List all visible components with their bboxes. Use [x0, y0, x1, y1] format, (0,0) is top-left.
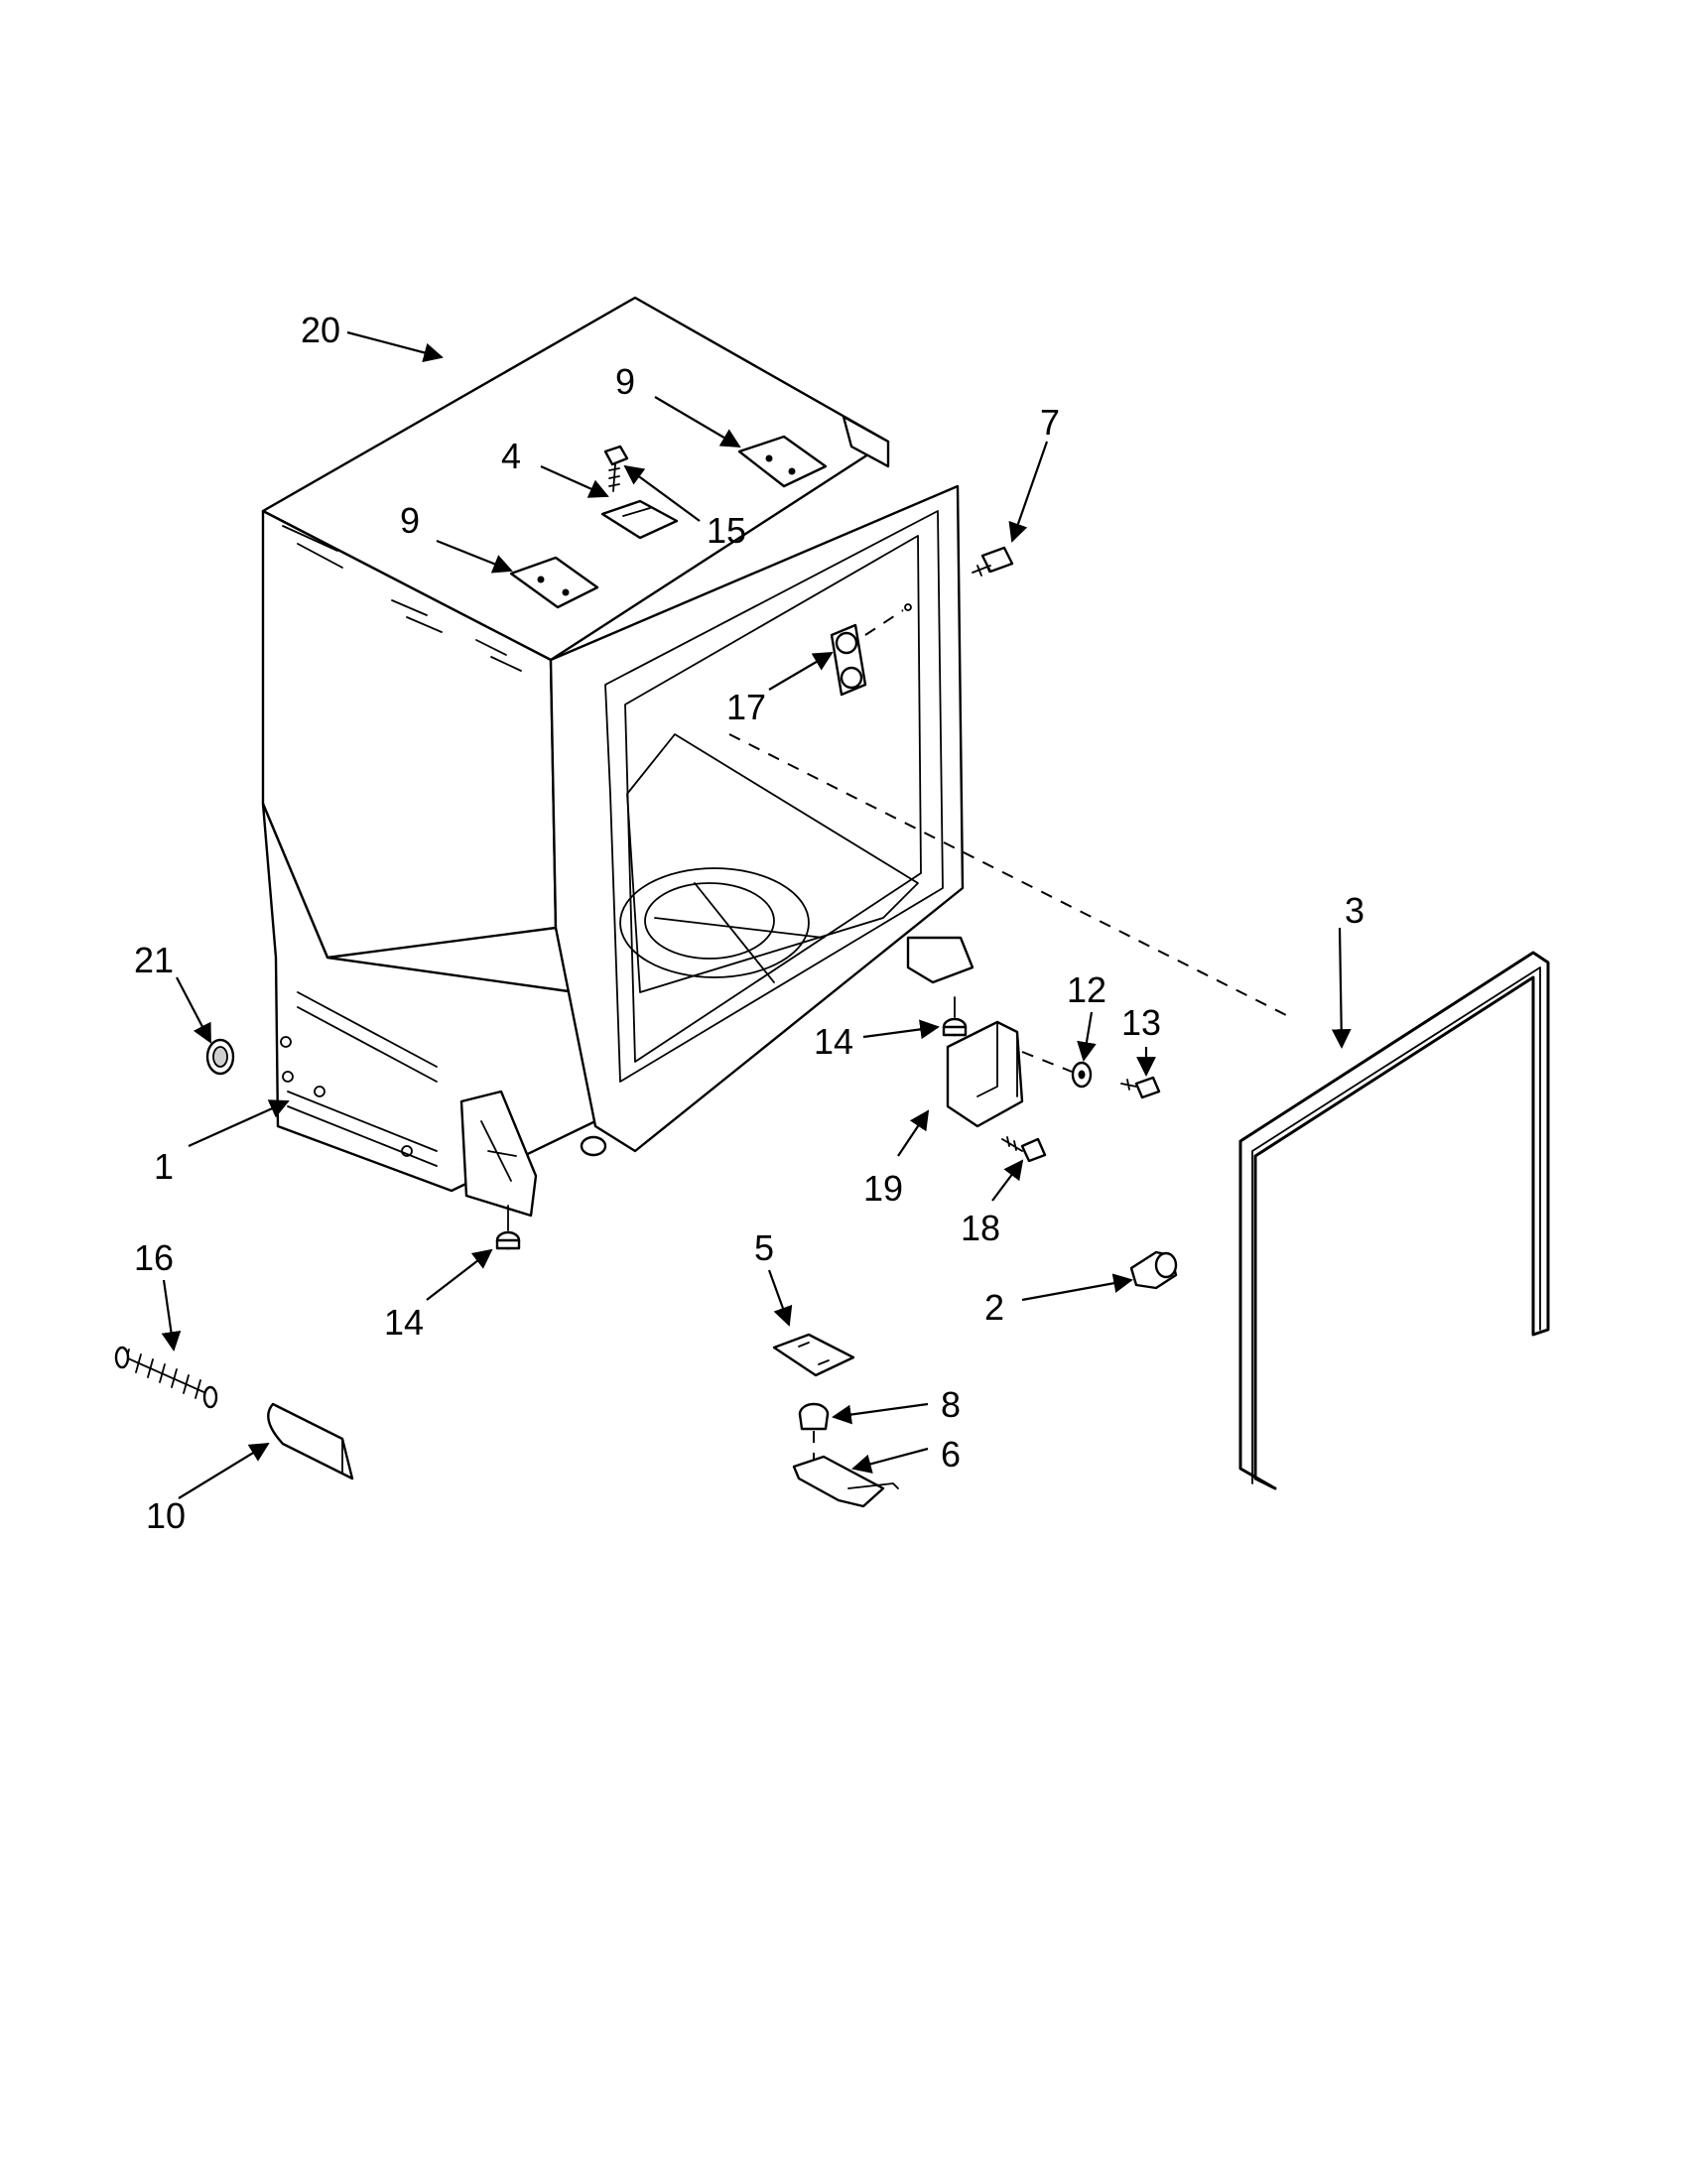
callout-20: 20	[301, 310, 340, 350]
callout-19: 19	[863, 1168, 903, 1209]
mounting-bracket-9-left	[509, 556, 599, 609]
spring-16	[114, 1346, 218, 1409]
callout-14-upper: 14	[814, 1021, 853, 1062]
door-gasket-3	[1238, 951, 1550, 1490]
hinge-bracket-right	[906, 936, 974, 984]
callout-2: 2	[984, 1287, 1004, 1328]
hinge-detail	[480, 1120, 517, 1182]
callout-6: 6	[941, 1434, 961, 1475]
callout-7: 7	[1040, 402, 1060, 443]
skirt-hole-4	[401, 1145, 413, 1157]
alignment-line	[728, 733, 1291, 1018]
leveling-leg-14-upper	[942, 996, 968, 1037]
leader-lines	[161, 330, 1352, 1499]
front-bumper-left	[580, 1135, 607, 1157]
callout-8: 8	[941, 1384, 961, 1425]
callout-13: 13	[1121, 1002, 1161, 1043]
nut-21	[205, 1038, 235, 1076]
skirt-hole-3	[314, 1086, 325, 1097]
bracket-19	[946, 1020, 1073, 1128]
washer-12	[1071, 1061, 1093, 1089]
tub-top-texture	[282, 525, 522, 672]
tub-top-flange	[842, 415, 890, 468]
tub-inner-opening	[624, 535, 922, 1063]
plate-5	[772, 1333, 855, 1377]
callout-9-top: 9	[615, 361, 635, 402]
tub-left-side	[261, 509, 558, 960]
skirt-hole-1	[280, 1036, 292, 1048]
sump-ring	[619, 867, 810, 978]
callout-12: 12	[1067, 969, 1106, 1010]
callout-16: 16	[134, 1237, 174, 1278]
tub-floor	[626, 733, 919, 993]
tub-skirt-detail	[287, 991, 438, 1167]
spray-arm	[654, 882, 825, 983]
screw-7	[972, 546, 1014, 577]
tub-front-opening	[604, 510, 944, 1083]
mounting-bracket-9-top	[737, 435, 828, 488]
callouts: 20 9 7 4 15 9 17 3 21 12 13 14 1 19 18 1…	[134, 310, 1364, 1536]
leveling-leg-14-lower	[495, 1205, 521, 1250]
screw-18	[1001, 1136, 1047, 1163]
pad-10	[267, 1402, 354, 1480]
sensor-8	[798, 1402, 830, 1461]
screw-15	[603, 445, 629, 492]
callout-1: 1	[154, 1146, 174, 1187]
tub-assembly	[261, 296, 974, 1218]
callout-10: 10	[146, 1495, 186, 1536]
mounting-plate-4	[600, 499, 679, 540]
callout-18: 18	[961, 1208, 1000, 1248]
skirt-hole-2	[282, 1071, 294, 1083]
door-roller-17	[830, 603, 912, 697]
callout-9-left: 9	[400, 500, 420, 541]
callout-14-lower: 14	[384, 1302, 424, 1343]
hinge-part-2	[1129, 1250, 1178, 1290]
sump-inner	[644, 882, 775, 960]
callout-5: 5	[754, 1227, 774, 1268]
callout-15: 15	[707, 510, 746, 551]
callout-21: 21	[134, 940, 174, 980]
callout-4: 4	[501, 436, 521, 476]
screw-13	[1120, 1076, 1161, 1099]
clip-6	[792, 1455, 899, 1508]
callout-17: 17	[726, 687, 766, 727]
callout-3: 3	[1345, 890, 1364, 931]
